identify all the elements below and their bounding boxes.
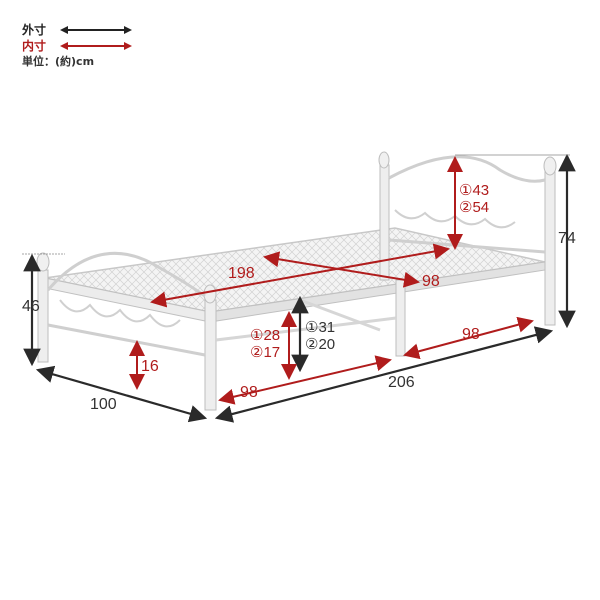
slat-height-outer-label: ①31 ②20 [305, 319, 335, 353]
slat-inner-option-1: ①28 [250, 327, 281, 344]
side-inner-left-label: 98 [240, 384, 258, 401]
under-clearance-label: 16 [141, 358, 159, 375]
legend: 外寸 内寸 単位：(約)cm [22, 22, 132, 70]
double-arrow-icon [60, 26, 132, 34]
inner-width-label: 98 [422, 273, 440, 290]
legend-inner: 内寸 [22, 38, 132, 54]
headboard-option-2: ②54 [459, 199, 490, 216]
foot-height-label: 46 [22, 298, 40, 315]
total-length-label: 206 [388, 374, 415, 391]
headboard-option-1: ①43 [459, 182, 490, 199]
slat-outer-option-2: ②20 [305, 336, 336, 353]
double-arrow-red-icon [60, 42, 132, 50]
inner-dimension-lines [129, 156, 534, 405]
slat-height-inner-label: ①28 ②17 [250, 327, 280, 361]
unit-label: 単位：(約)cm [22, 55, 95, 68]
side-inner-right-label: 98 [462, 326, 480, 343]
legend-outer: 外寸 [22, 22, 132, 38]
slat-outer-option-1: ①31 [305, 319, 336, 336]
head-height-label: 74 [558, 230, 576, 247]
slat-inner-option-2: ②17 [250, 344, 281, 361]
headboard-inner-label: ①43 ②54 [459, 182, 489, 216]
legend-outer-label: 外寸 [22, 23, 47, 37]
legend-inner-label: 内寸 [22, 39, 47, 53]
inner-length-label: 198 [228, 265, 255, 282]
total-width-label: 100 [90, 396, 117, 413]
legend-unit: 単位：(約)cm [22, 54, 132, 70]
